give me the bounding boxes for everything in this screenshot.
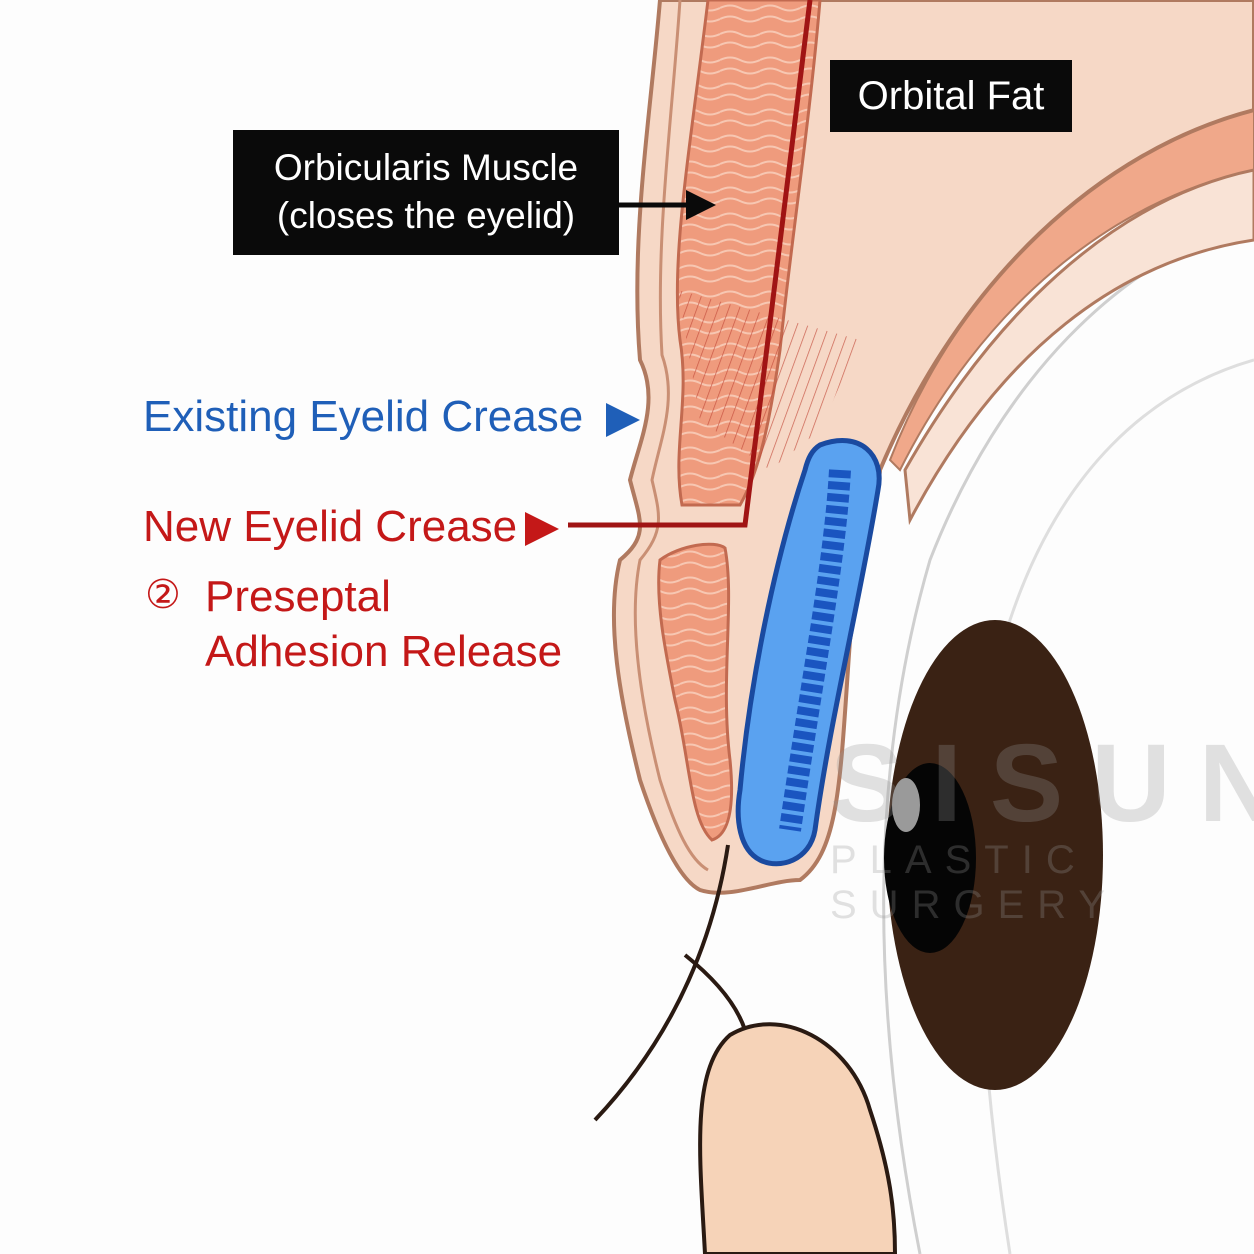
orbicularis-muscle-label: Orbicularis Muscle (closes the eyelid)	[233, 130, 619, 255]
existing-crease-label: Existing Eyelid Crease	[143, 392, 584, 441]
orbicularis-muscle-lower	[657, 542, 734, 842]
iris	[887, 620, 1103, 1090]
orbicularis-pointer-head	[686, 190, 716, 220]
tarsal-implant-core	[779, 469, 851, 832]
eyelash-upper	[593, 844, 730, 1122]
orbicularis-label-line1: Orbicularis Muscle	[273, 147, 579, 188]
adhesion-release-zone	[678, 290, 860, 470]
eyelash-lower	[683, 953, 747, 1031]
step-label-line2: Adhesion Release	[205, 627, 563, 676]
orbital-fat-label: Orbital Fat	[830, 60, 1072, 132]
existing-crease-arrow-icon	[606, 403, 640, 437]
pupil-highlight	[892, 778, 920, 832]
lower-eyelid	[698, 1022, 898, 1254]
new-crease-incision-line	[568, 0, 813, 528]
watermark-subtitle: PLASTIC SURGERY	[830, 838, 1119, 927]
new-crease-arrow-icon	[525, 512, 559, 546]
eyelid-skin-inner-line	[633, 0, 709, 872]
orbicularis-label-line2: (closes the eyelid)	[276, 195, 576, 236]
septum-band-inner	[903, 168, 1254, 526]
step-number: ②	[145, 573, 181, 617]
watermark-brand: SISUN	[830, 722, 1254, 845]
step-label-line1: Preseptal	[205, 572, 391, 621]
new-crease-label: New Eyelid Crease	[143, 502, 518, 551]
eyeball-outline	[882, 218, 1254, 1254]
